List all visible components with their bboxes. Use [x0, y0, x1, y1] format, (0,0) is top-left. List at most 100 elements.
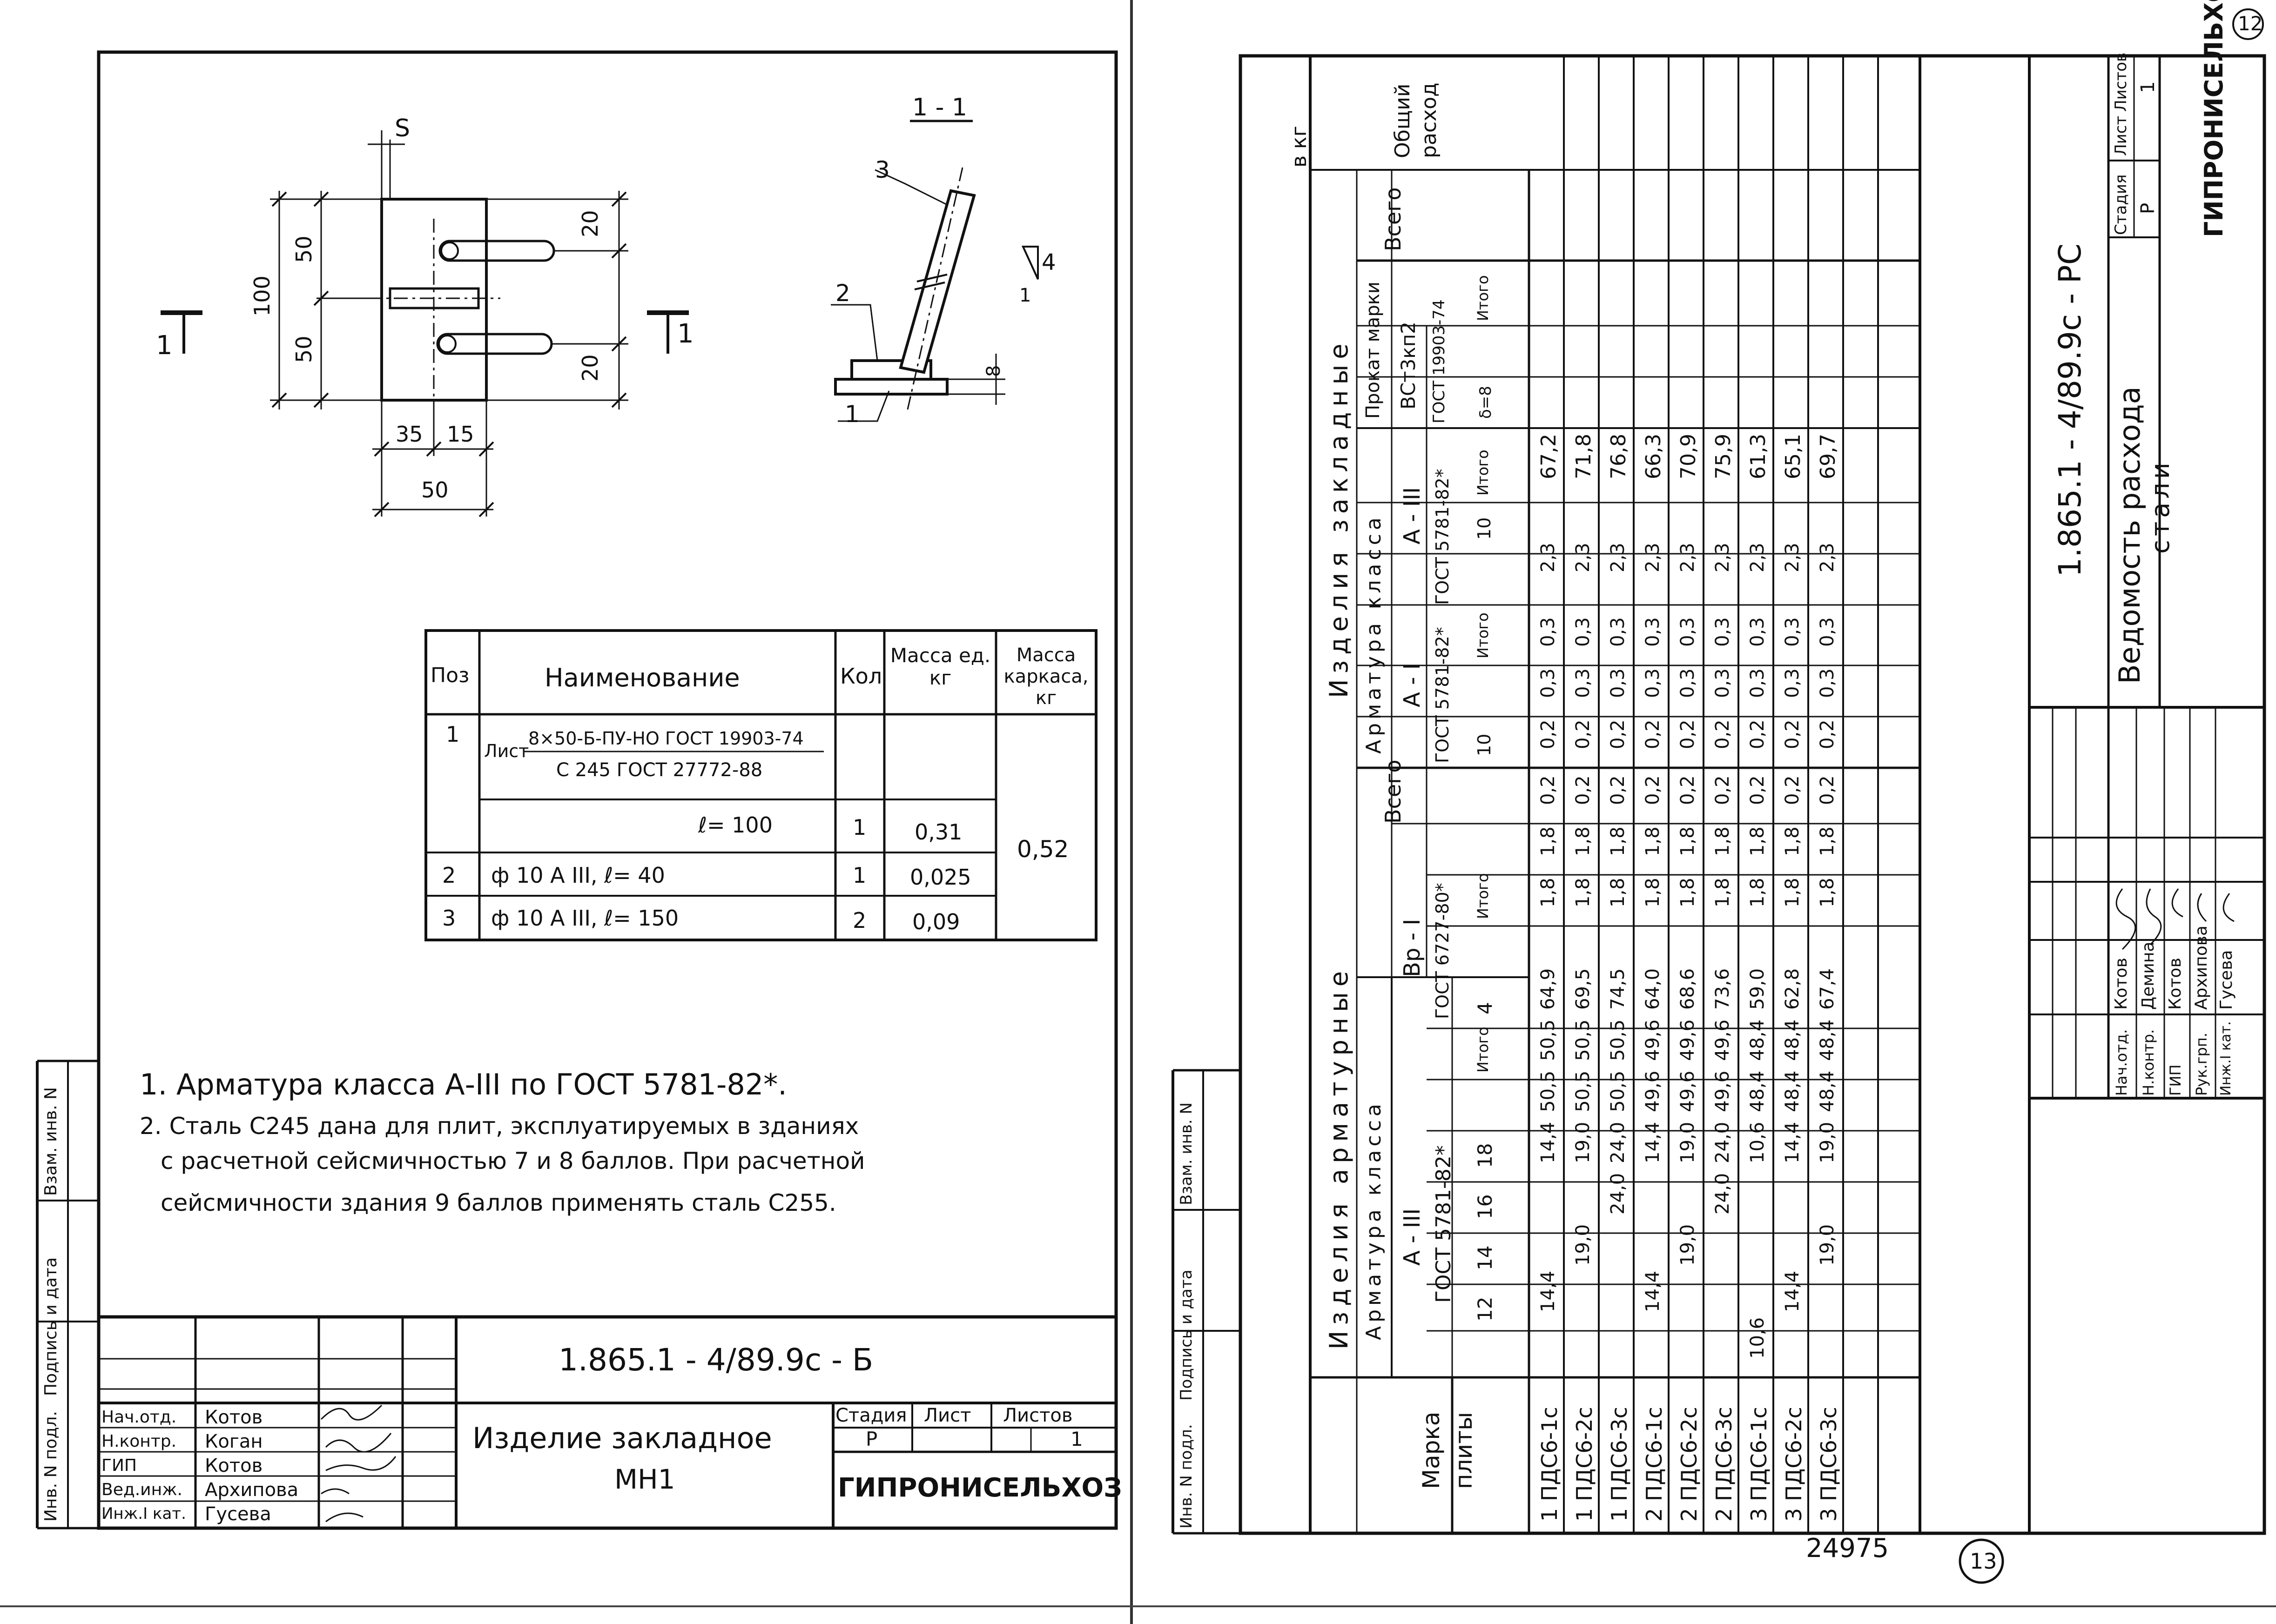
- table-cell: 24,0: [1712, 1121, 1733, 1163]
- table-cell: 1,8: [1537, 878, 1559, 907]
- table-cell: 64,9: [1537, 968, 1559, 1010]
- table-cell: 49,6: [1712, 1070, 1733, 1112]
- table-cell: 68,6: [1677, 968, 1698, 1010]
- spec-frame-mass: 0,52: [1017, 836, 1069, 863]
- note-2-line2: с расчетной сейсмичностью 7 и 8 баллов. …: [161, 1148, 865, 1174]
- spec-row1b-name: ℓ= 100: [698, 812, 773, 838]
- right-side-label-replace: Взам. инв. N: [1177, 1102, 1196, 1205]
- table-cell: 14,4: [1537, 1270, 1559, 1312]
- header-d12: 12: [1474, 1296, 1496, 1322]
- table-cell: 0,2: [1642, 719, 1663, 749]
- table-cell: 61,3: [1746, 434, 1770, 479]
- table-cell: 70,9: [1677, 434, 1700, 479]
- page-number-bottom: 13: [1970, 1549, 1997, 1574]
- header-steel: Прокат марки: [1362, 282, 1384, 419]
- table-cell: 0,2: [1817, 775, 1838, 805]
- table-cell: 0,3: [1817, 668, 1838, 698]
- table-cell: 1,8: [1817, 878, 1838, 907]
- right-sheet-header: Лист: [2112, 115, 2130, 156]
- cut-mark-left: 1: [156, 330, 173, 361]
- left-sheets-header: Листов: [1003, 1405, 1073, 1426]
- header-itogo-2: Итого: [1474, 873, 1492, 919]
- table-cell: 14,4: [1537, 1121, 1559, 1163]
- table-row-mark: 1 ПДС6-3с: [1607, 1407, 1632, 1522]
- header-itogo-5: Итого: [1474, 275, 1492, 321]
- table-cell: 50,5: [1607, 1070, 1629, 1112]
- spec-row2-pos: 2: [442, 863, 456, 888]
- right-name-3: Котов: [2166, 958, 2185, 1010]
- right-stage-value: Р: [2137, 202, 2159, 214]
- left-doc-code: 1.865.1 - 4/89.9с - Б: [559, 1342, 874, 1378]
- table-cell: 0,3: [1607, 617, 1629, 647]
- table-cell: 2,3: [1607, 543, 1629, 572]
- header-d10: 10: [1474, 733, 1495, 756]
- right-side-label-sign: Подпись и дата: [1177, 1269, 1196, 1401]
- right-stage-header: Стадия: [2112, 174, 2130, 235]
- table-cell: 69,5: [1572, 968, 1594, 1010]
- left-sheets-value: 1: [1071, 1428, 1083, 1450]
- spec-row1-prefix: Лист: [484, 741, 529, 761]
- table-cell: 14,4: [1642, 1121, 1663, 1163]
- spec-row1-pos: 1: [446, 722, 460, 747]
- right-doc-name-line1: Ведомость расхода: [2113, 386, 2147, 684]
- header-d18: 18: [1474, 1143, 1496, 1168]
- right-name-2: Демина: [2139, 941, 2158, 1010]
- table-cell: 1,8: [1782, 878, 1803, 907]
- header-d10b: 10: [1474, 517, 1495, 540]
- table-cell: 0,2: [1782, 719, 1803, 749]
- table-cell: 0,3: [1747, 668, 1768, 698]
- table-cell: 48,4: [1817, 1070, 1838, 1112]
- header-rebar-class: Арматура класса: [1362, 1100, 1386, 1340]
- header-delta-8: δ=8: [1476, 386, 1495, 419]
- table-cell: 65,1: [1781, 434, 1805, 479]
- table-cell: 1,8: [1677, 826, 1698, 856]
- table-cell: 49,6: [1677, 1019, 1698, 1061]
- table-cell: 0,3: [1677, 617, 1698, 647]
- table-cell: 2,3: [1747, 543, 1768, 572]
- table-cell: 67,4: [1817, 968, 1838, 1010]
- spec-row1-denominator: С 245 ГОСТ 27772-88: [556, 759, 763, 781]
- table-cell: 49,6: [1677, 1070, 1698, 1112]
- table-cell: 10,6: [1747, 1121, 1768, 1163]
- spec-row3-qty: 2: [853, 908, 867, 933]
- table-cell: 0,2: [1537, 719, 1559, 749]
- page-bottom-edge: [0, 1605, 2276, 1607]
- table-row-mark: 3 ПДС6-1с: [1746, 1407, 1771, 1522]
- table-cell: 0,2: [1677, 775, 1698, 805]
- right-role-1: Нач.отд.: [2113, 1029, 2130, 1096]
- table-cell: 24,0: [1607, 1121, 1629, 1163]
- left-role-5: Инж.I кат.: [101, 1504, 186, 1523]
- table-cell: 1,8: [1572, 878, 1594, 907]
- right-doc-code: 1.865.1 - 4/89.9с - РС: [2052, 243, 2088, 577]
- table-cell: 48,4: [1782, 1019, 1803, 1061]
- table-cell: 1,8: [1712, 878, 1733, 907]
- header-a3: А - III: [1399, 1208, 1425, 1266]
- table-cell: 73,6: [1712, 968, 1733, 1010]
- table-row-mark: 3 ПДС6-2с: [1781, 1407, 1806, 1522]
- table-cell: 1,8: [1712, 826, 1733, 856]
- left-doc-name-line2: МН1: [614, 1463, 675, 1495]
- header-rebar-class-embedded: Арматура класса: [1362, 514, 1386, 754]
- header-grand-total: Общий расход: [1391, 82, 1441, 158]
- dim-35: 35: [396, 422, 423, 447]
- header-total-embedded: Всего: [1380, 187, 1406, 251]
- spec-header-pos: Поз: [431, 664, 470, 687]
- table-cell: 0,3: [1572, 617, 1594, 647]
- table-cell: 19,0: [1677, 1224, 1698, 1266]
- table-cell: 67,2: [1537, 434, 1561, 479]
- left-role-3: ГИП: [101, 1456, 137, 1475]
- spec-row2-qty: 1: [853, 863, 867, 888]
- header-group-rebar: Изделия арматурные: [1324, 966, 1353, 1349]
- left-name-3: Котов: [205, 1455, 263, 1476]
- table-cell: 0,2: [1782, 775, 1803, 805]
- table-cell: 1,8: [1782, 826, 1803, 856]
- right-sheets-header: Листов: [2112, 52, 2130, 112]
- table-row-mark: 2 ПДС6-1с: [1642, 1407, 1667, 1522]
- spec-header-qty: Кол: [840, 664, 882, 689]
- header-itogo-4: Итого: [1474, 450, 1492, 496]
- table-cell: 76,8: [1607, 434, 1630, 479]
- table-cell: 50,5: [1572, 1019, 1594, 1061]
- table-cell: 10,6: [1747, 1317, 1768, 1359]
- left-role-2: Н.контр.: [101, 1432, 177, 1451]
